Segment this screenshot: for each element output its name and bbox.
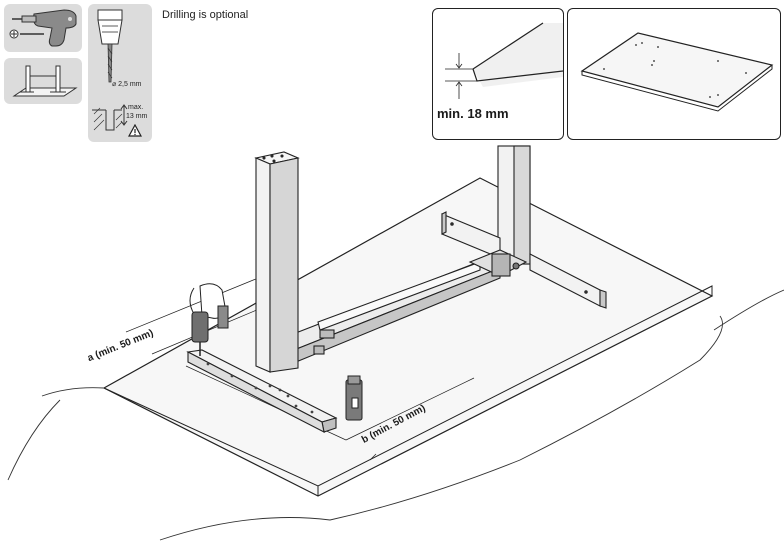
drill-bit-panel bbox=[88, 4, 152, 142]
drilling-optional-note: Drilling is optional bbox=[162, 9, 249, 21]
drill-icon bbox=[12, 9, 77, 47]
right-leg bbox=[441, 145, 607, 309]
drill-bit-icon bbox=[92, 9, 123, 131]
screwdriver bbox=[189, 283, 229, 356]
left-mounting-plate bbox=[186, 349, 338, 434]
warning-icon bbox=[128, 124, 142, 137]
tabletop bbox=[102, 177, 714, 497]
frame-panel bbox=[4, 58, 82, 104]
max-depth-label-2: 13 mm bbox=[126, 113, 148, 120]
drill-diameter-label: ⌀ 2,5 mm bbox=[112, 81, 142, 88]
tabletop-overview-detail bbox=[567, 8, 781, 140]
motor-unit bbox=[345, 375, 363, 421]
max-depth-label-1: max. bbox=[128, 104, 144, 111]
min-thickness-label: min. 18 mm bbox=[437, 106, 509, 121]
protective-mat bbox=[7, 289, 784, 541]
tabletop-thickness-detail: min. 18 mm bbox=[432, 8, 564, 140]
left-leg bbox=[254, 151, 300, 373]
depth-limit-icon bbox=[120, 104, 128, 126]
drill-panel bbox=[4, 4, 82, 52]
screw-icon bbox=[9, 29, 44, 39]
table-frame-icon bbox=[12, 65, 78, 97]
